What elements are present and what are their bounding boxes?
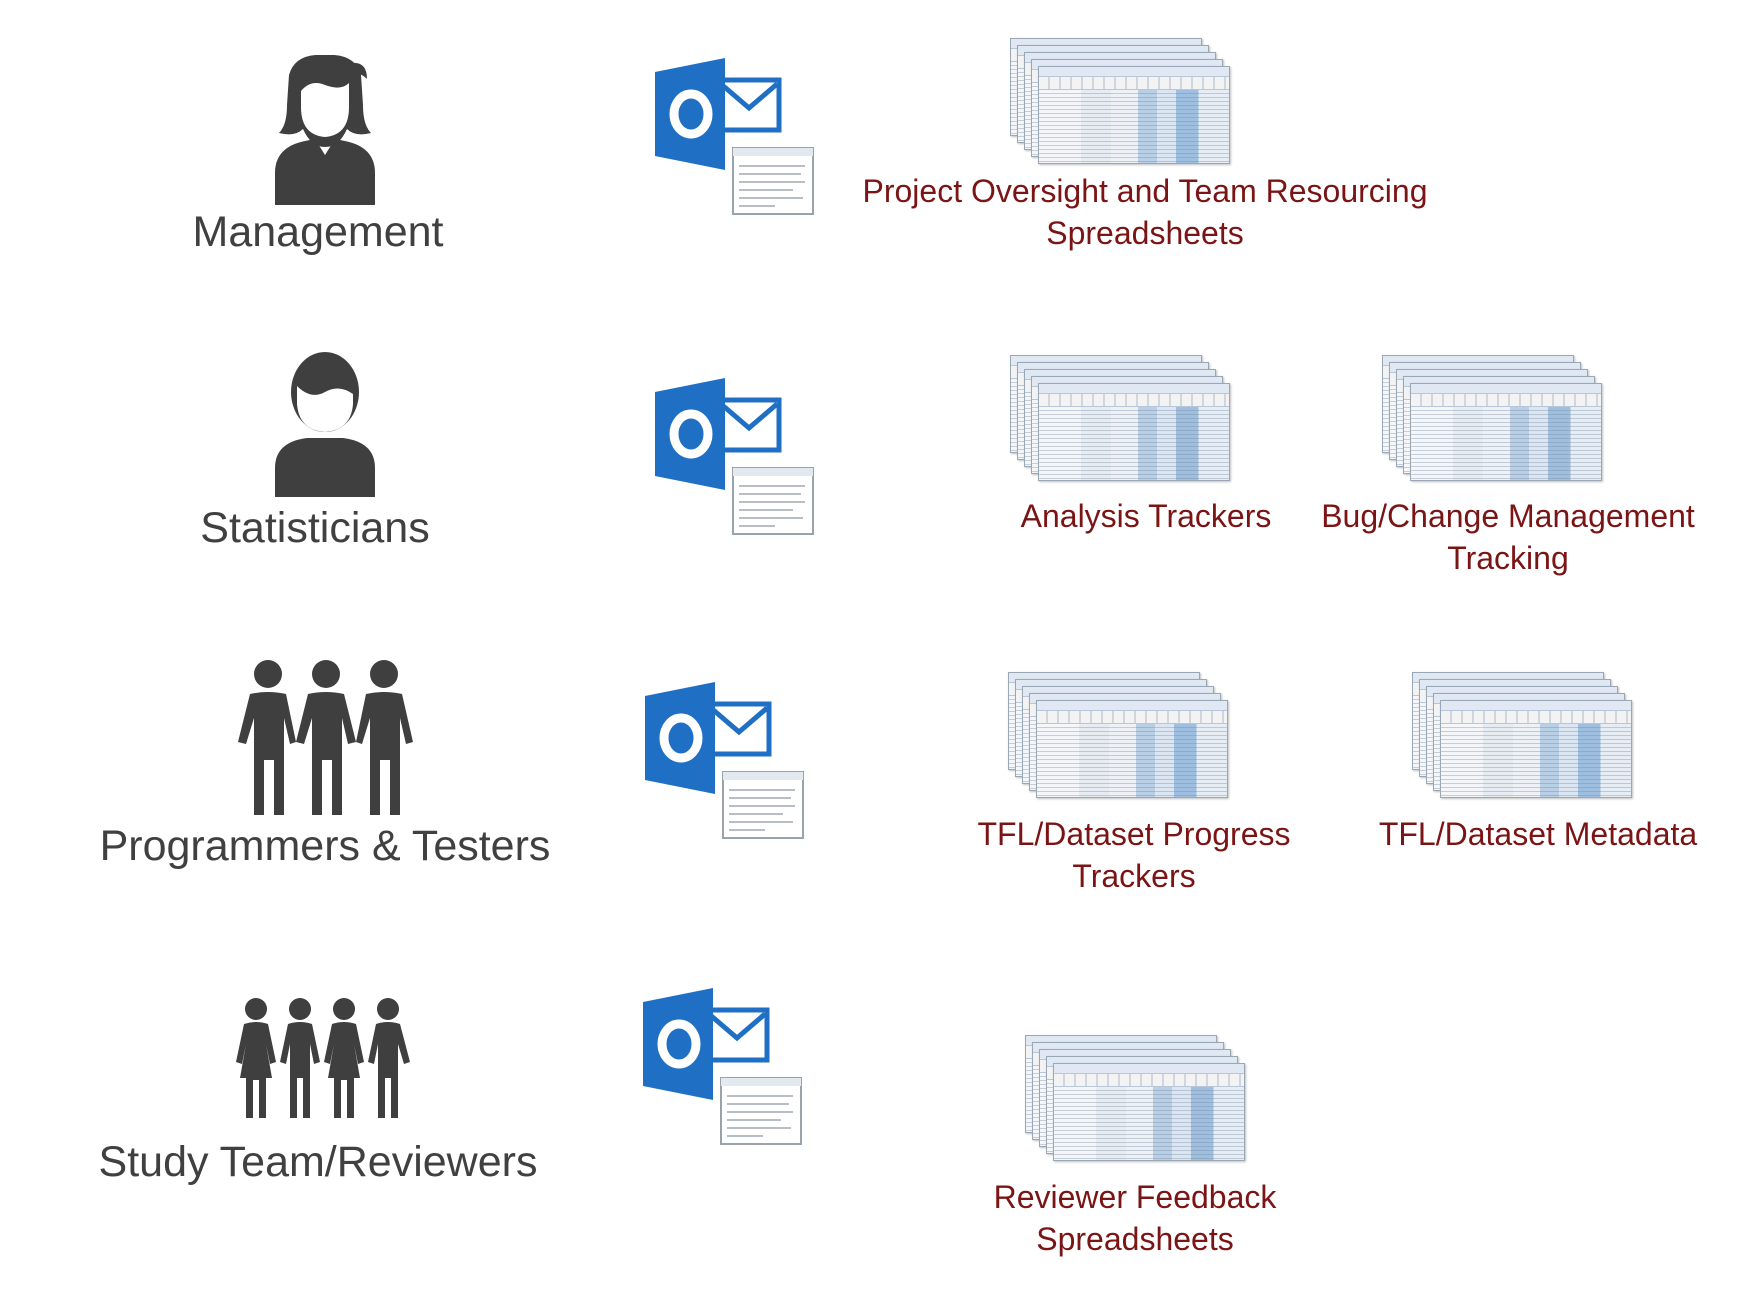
spreadsheet-page <box>1036 700 1228 798</box>
role-label: Study Team/Reviewers <box>98 1138 538 1186</box>
document-label: Bug/Change Management Tracking <box>1321 498 1695 576</box>
document-label: TFL/Dataset Metadata <box>1378 816 1698 852</box>
outlook-email-icon <box>655 58 815 218</box>
document-label: Reviewer Feedback Spreadsheets <box>993 1179 1277 1257</box>
man-icon <box>255 352 395 497</box>
role-label: Statisticians <box>200 504 430 552</box>
spreadsheet-page <box>1440 700 1632 798</box>
role-label: Management <box>192 208 444 256</box>
spreadsheet-stack-icon <box>1382 355 1612 485</box>
woman-icon <box>255 55 395 205</box>
outlook-email-icon <box>645 682 805 842</box>
document-label: Analysis Trackers <box>1020 498 1272 534</box>
outlook-email-icon <box>643 988 803 1148</box>
spreadsheet-page <box>1038 66 1230 164</box>
spreadsheet-stack-icon <box>1412 672 1642 802</box>
document-label: TFL/Dataset Progress Trackers <box>977 816 1291 894</box>
spreadsheet-stack-icon <box>1025 1035 1255 1165</box>
role-label: Programmers & Testers <box>99 822 551 870</box>
outlook-email-icon <box>655 378 815 538</box>
spreadsheet-stack-icon <box>1010 38 1240 168</box>
document-label: Project Oversight and Team Resourcing Sp… <box>862 173 1428 251</box>
spreadsheet-page <box>1053 1063 1245 1161</box>
spreadsheet-stack-icon <box>1010 355 1240 485</box>
group-of-three-icon <box>238 660 413 815</box>
spreadsheet-stack-icon <box>1008 672 1238 802</box>
spreadsheet-page <box>1410 383 1602 481</box>
spreadsheet-page <box>1038 383 1230 481</box>
group-of-four-icon <box>234 998 410 1118</box>
